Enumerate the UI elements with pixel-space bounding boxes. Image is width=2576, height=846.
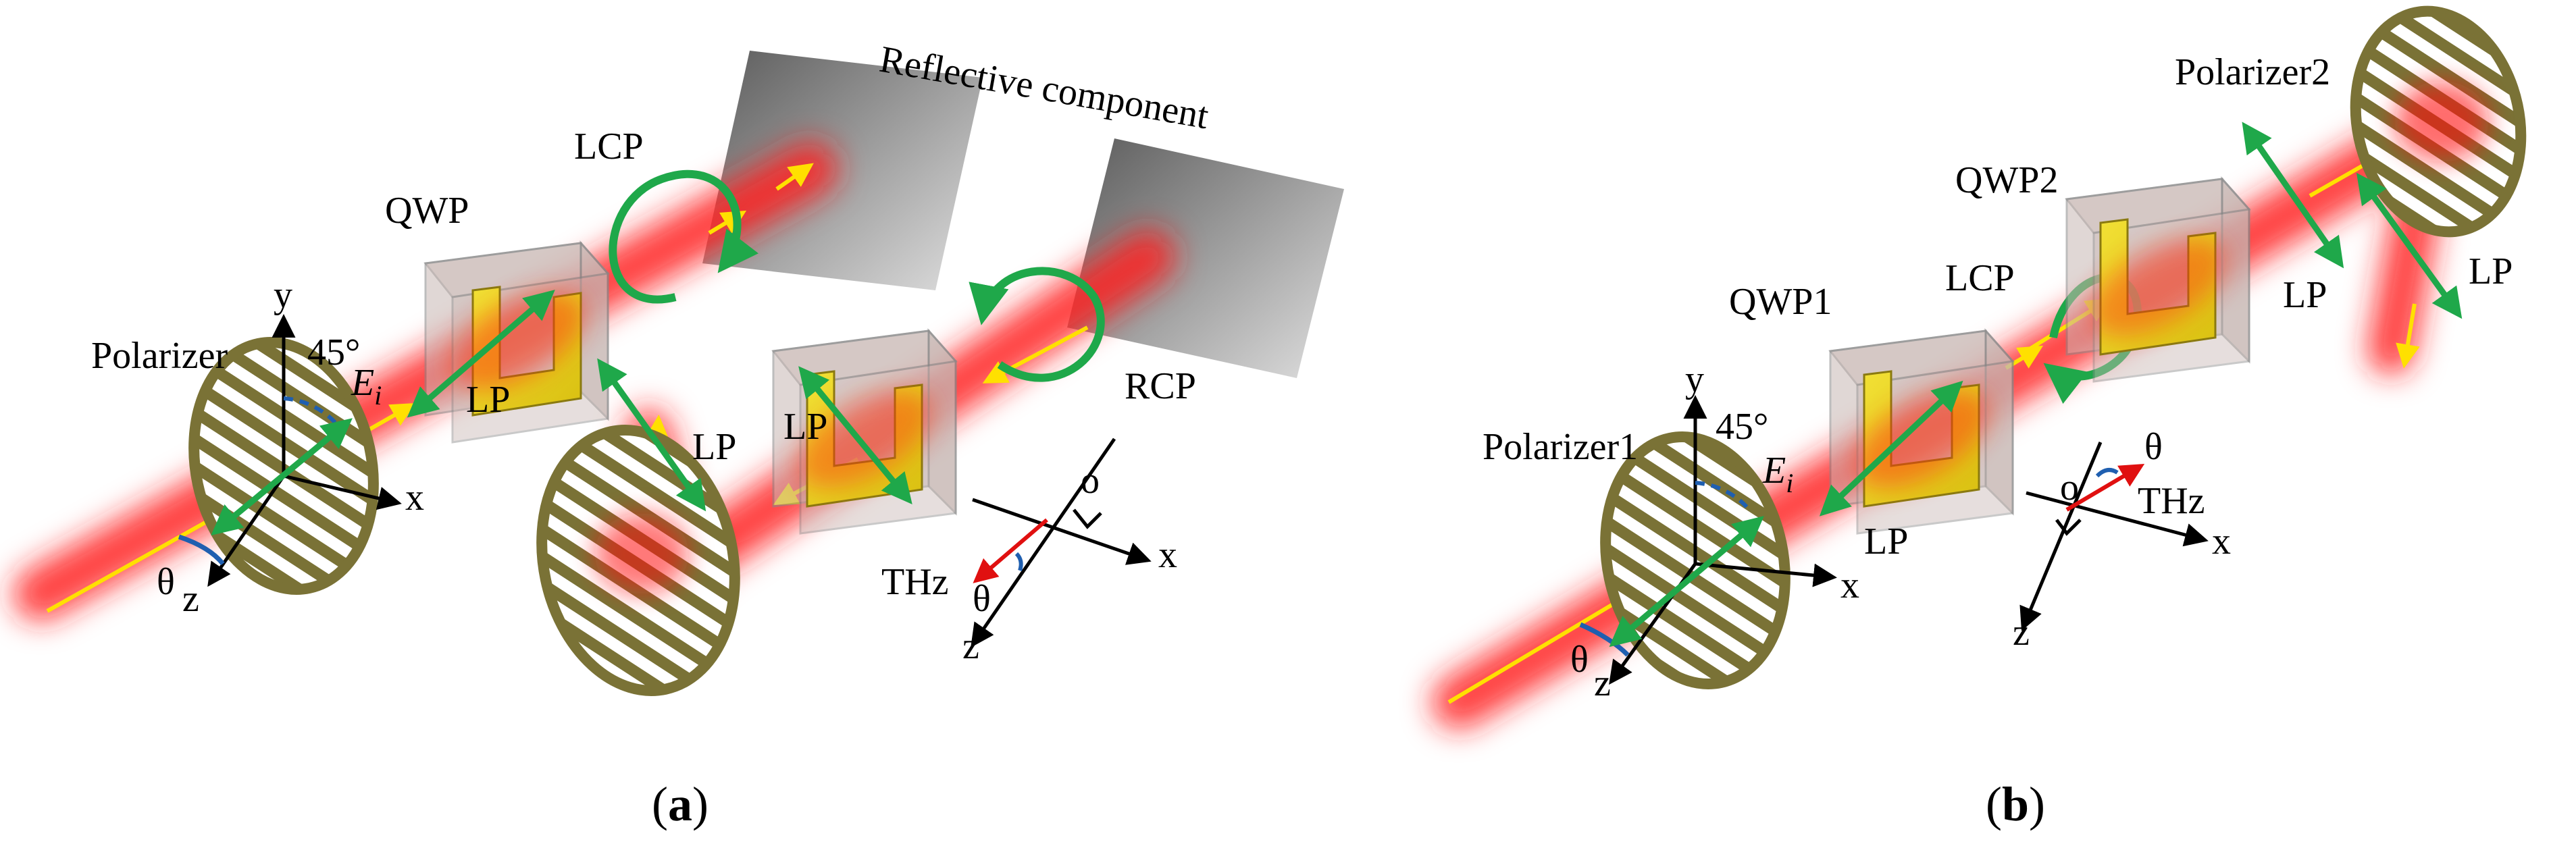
label-lp-b-3: LP [2469, 250, 2513, 292]
label-qwp: QWP [385, 190, 469, 232]
lcp-circle-arrow-a [609, 169, 759, 304]
thz-axes-b [2019, 442, 2209, 631]
thz-angle-arc-a [1014, 552, 1023, 571]
label-angle-45: 45° [307, 332, 360, 373]
label-lp-b-2: LP [2283, 274, 2327, 316]
label-theta-2-b: θ [2144, 426, 2163, 468]
label-e-sub-b: i [1786, 468, 1793, 498]
thz-angle-arc-b [2095, 468, 2119, 478]
label-axis-x: x [405, 477, 424, 519]
label-axis-y-b: y [1685, 359, 1704, 400]
label-lp-1: LP [466, 379, 510, 421]
label-polarizer2: Polarizer2 [2175, 51, 2330, 93]
yellow-arrow [363, 403, 416, 434]
label-e-field: Ei [351, 362, 382, 411]
label-axis-x-2: x [1158, 534, 1177, 576]
label-angle-45-b: 45° [1716, 406, 1768, 448]
label-e-sub: i [374, 380, 382, 411]
label-thz-b: THz [2138, 480, 2205, 522]
label-lp-2: LP [692, 426, 736, 468]
polarizer2-b [2350, 5, 2527, 238]
green-arrow [1609, 516, 1764, 647]
green-arrow [211, 418, 353, 535]
thz-axes-a [971, 438, 1152, 648]
caption-b: (b) [1986, 777, 2045, 831]
green-arrow [407, 290, 555, 418]
qwp2-b [2065, 176, 2251, 383]
label-qwp1: QWP1 [1729, 281, 1832, 323]
label-rcp: RCP [1125, 365, 1196, 407]
label-axis-x-2-b: x [2212, 521, 2231, 562]
green-arrow [798, 366, 912, 504]
label-polarizer: Polarizer [91, 335, 228, 377]
angle-arc-theta [178, 534, 225, 566]
panel-b: Polarizer1 Polarizer2 QWP1 QWP2 LCP LP L… [1432, 5, 2527, 831]
yellow-arrow [775, 163, 814, 191]
green-arrow [2242, 122, 2344, 269]
label-lp-b-1: LP [1864, 521, 1908, 562]
panel-a: Polarizer QWP LCP RCP LP LP LP Reflectiv… [14, 38, 1344, 831]
rcp-circle-arrow-a [969, 267, 1105, 382]
label-qwp2: QWP2 [1955, 159, 2058, 201]
angle-arc-45-b [1695, 481, 1751, 511]
green-arrow [2356, 172, 2463, 319]
yellow-arrow [982, 325, 1089, 384]
label-axis-z: z [182, 578, 199, 620]
label-thz: THz [881, 561, 949, 603]
reflective-plate-1 [702, 51, 983, 290]
label-lcp-b: LCP [1945, 257, 2015, 299]
label-origin-b: o [2060, 467, 2079, 508]
qwp1-b [1828, 328, 2015, 535]
label-e-field-b: Ei [1762, 450, 1793, 498]
qwp-a [423, 240, 610, 444]
label-lp-3: LP [783, 406, 827, 448]
reflective-plate-2 [1067, 138, 1344, 378]
label-theta: θ [157, 561, 175, 603]
label-axis-z-2-b: z [2013, 612, 2030, 654]
green-arrow [1819, 380, 1963, 517]
label-axis-z-b: z [1594, 662, 1611, 704]
angle-arc-theta-b [1579, 622, 1630, 657]
caption-a: (a) [652, 777, 709, 831]
thz-arrow-a [973, 518, 1048, 583]
label-origin: o [1081, 460, 1100, 502]
label-theta-2: θ [973, 578, 991, 620]
thz-arrow-b [2065, 463, 2145, 512]
label-theta-b: θ [1570, 639, 1589, 681]
label-axis-z-2: z [962, 625, 979, 667]
label-lcp: LCP [574, 126, 644, 167]
label-axis-x-b: x [1840, 564, 1859, 606]
green-arrow [597, 358, 706, 512]
label-axis-y: y [274, 274, 292, 316]
label-polarizer1: Polarizer1 [1483, 426, 1638, 468]
